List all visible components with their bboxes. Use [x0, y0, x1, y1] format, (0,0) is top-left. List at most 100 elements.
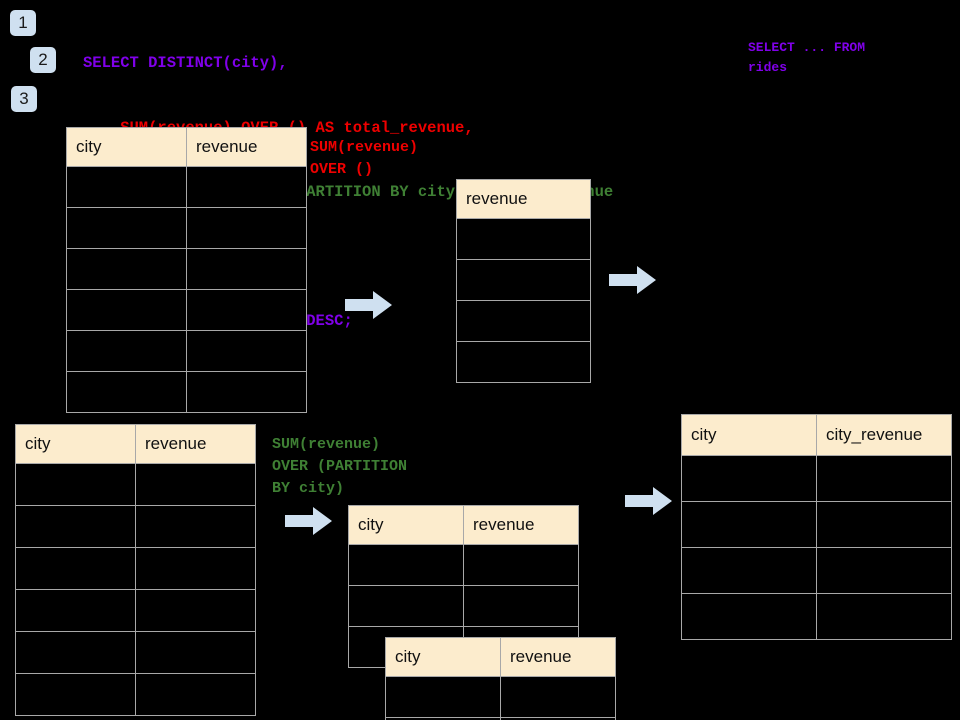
cell-revenue — [135, 589, 256, 632]
table-row — [66, 330, 307, 372]
cell-revenue — [135, 505, 256, 548]
table-row — [348, 544, 579, 586]
table-row — [66, 166, 307, 208]
arrow-source-to-partition — [285, 507, 332, 535]
column-header-city: city — [681, 414, 817, 456]
cell-city — [348, 544, 464, 586]
table-row — [385, 676, 616, 718]
cell-revenue — [186, 166, 307, 208]
cell-city — [66, 330, 187, 372]
cell-city — [66, 248, 187, 290]
cell-revenue — [135, 463, 256, 506]
cell-revenue — [186, 248, 307, 290]
cell-city-revenue — [816, 593, 952, 640]
table-header-row: revenue — [456, 179, 591, 219]
table-header-row: city revenue — [348, 505, 579, 545]
cell-city-revenue — [816, 455, 952, 502]
cell-city — [66, 371, 187, 413]
arrow-source-to-total — [345, 291, 392, 319]
table-header-row: city revenue — [15, 424, 256, 464]
annotation-sum-over-empty: SUM(revenue) OVER () — [310, 139, 419, 178]
city-revenue-result-table: city city_revenue — [681, 414, 952, 640]
cell-revenue — [456, 341, 591, 383]
cell-city — [66, 166, 187, 208]
column-header-revenue: revenue — [463, 505, 579, 545]
column-header-city: city — [385, 637, 501, 677]
cell-revenue — [456, 218, 591, 260]
cell-city — [15, 547, 136, 590]
cell-city — [15, 631, 136, 674]
column-header-city: city — [66, 127, 187, 167]
table-row — [66, 248, 307, 290]
cell-revenue — [135, 547, 256, 590]
cell-city — [15, 589, 136, 632]
total-revenue-table: revenue — [456, 179, 591, 383]
cell-city — [66, 289, 187, 331]
column-header-city: city — [15, 424, 136, 464]
annotation-sum-over-partition: SUM(revenue) OVER (PARTITION BY city) — [272, 436, 408, 497]
cell-city — [681, 547, 817, 594]
table-row — [456, 218, 591, 260]
cell-revenue — [186, 330, 307, 372]
column-header-revenue: revenue — [500, 637, 616, 677]
cell-city — [681, 593, 817, 640]
step-badge-2: 2 — [30, 47, 56, 73]
step-badge-3: 3 — [11, 86, 37, 112]
table-row — [456, 300, 591, 342]
table-header-row: city revenue — [385, 637, 616, 677]
table-row — [66, 207, 307, 249]
table-row — [15, 505, 256, 548]
cell-city-revenue — [816, 547, 952, 594]
cell-revenue — [135, 673, 256, 716]
table-row — [66, 289, 307, 331]
table-row — [681, 593, 952, 640]
cell-revenue — [500, 676, 616, 718]
partition-group-table-b: city revenue — [385, 637, 616, 720]
table-row — [456, 259, 591, 301]
cell-city — [66, 207, 187, 249]
annotation-select-from-rides: SELECT ... FROM rides — [748, 40, 866, 75]
partition-group-table-a: city revenue — [348, 505, 579, 668]
column-header-city-revenue: city_revenue — [816, 414, 952, 456]
sql-line-select: SELECT DISTINCT(city), — [83, 54, 288, 72]
table-row — [15, 589, 256, 632]
table-row — [15, 463, 256, 506]
step-badge-1: 1 — [10, 10, 36, 36]
column-header-revenue: revenue — [135, 424, 256, 464]
cell-city-revenue — [816, 501, 952, 548]
cell-city — [681, 455, 817, 502]
table-row — [15, 673, 256, 716]
cell-revenue — [463, 544, 579, 586]
cell-city — [348, 585, 464, 627]
table-row — [15, 547, 256, 590]
cell-city — [15, 463, 136, 506]
table-row — [15, 631, 256, 674]
table-row — [66, 371, 307, 413]
cell-city — [15, 673, 136, 716]
column-header-city: city — [348, 505, 464, 545]
cell-revenue — [186, 289, 307, 331]
column-header-revenue: revenue — [456, 179, 591, 219]
column-header-revenue: revenue — [186, 127, 307, 167]
table-row — [681, 547, 952, 594]
cell-revenue — [456, 259, 591, 301]
cell-revenue — [135, 631, 256, 674]
table-row — [681, 501, 952, 548]
cell-revenue — [463, 585, 579, 627]
cell-city — [15, 505, 136, 548]
table-row — [385, 717, 616, 720]
cell-revenue — [186, 207, 307, 249]
arrow-partition-to-result — [625, 487, 672, 515]
table-header-row: city revenue — [66, 127, 307, 167]
cell-revenue — [456, 300, 591, 342]
arrow-total-to-next — [609, 266, 656, 294]
table-row — [456, 341, 591, 383]
cell-city — [681, 501, 817, 548]
rides-source-table: city revenue — [66, 127, 307, 413]
cell-city — [385, 676, 501, 718]
table-row — [348, 585, 579, 627]
cell-revenue — [500, 717, 616, 720]
cell-revenue — [186, 371, 307, 413]
table-row — [681, 455, 952, 502]
